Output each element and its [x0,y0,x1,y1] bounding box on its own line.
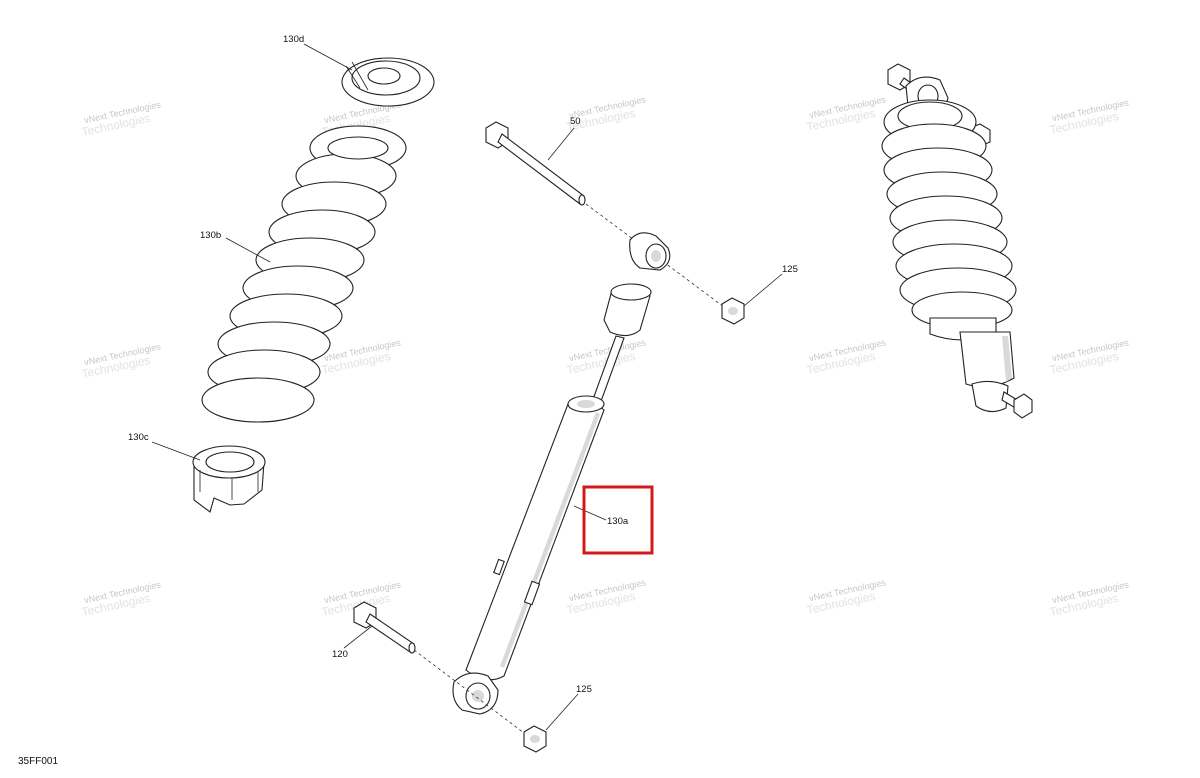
leader-line [743,273,783,307]
part-label-130b: 130b [200,230,221,241]
drawing-code: 35FF001 [18,756,58,767]
part-shock-absorber [452,232,671,715]
part-label-130a: 130a [607,516,629,527]
leader-line [573,505,607,521]
part-label-130d: 130d [283,34,304,45]
part-label-130c: 130c [128,432,149,443]
leader-line [303,43,353,71]
leader-line [343,625,373,649]
part-upper-nut [721,297,745,325]
part-lower-nut [523,725,547,753]
part-spring-seat-top [341,57,435,107]
part-label-120: 120 [332,649,348,660]
leader-line [151,441,201,461]
leader-line [545,693,579,731]
part-upper-bolt [485,121,586,206]
part-lower-bolt [353,601,416,654]
part-label-125-lower: 125 [576,684,592,695]
part-label-50: 50 [570,116,581,127]
leader-line [547,127,575,161]
leader-line [225,237,271,263]
highlight-box [582,485,654,555]
part-coil-spring [201,125,407,423]
part-label-125-upper: 125 [782,264,798,275]
part-assembled-shock [881,63,1033,419]
part-spring-seat-bottom [192,445,266,513]
